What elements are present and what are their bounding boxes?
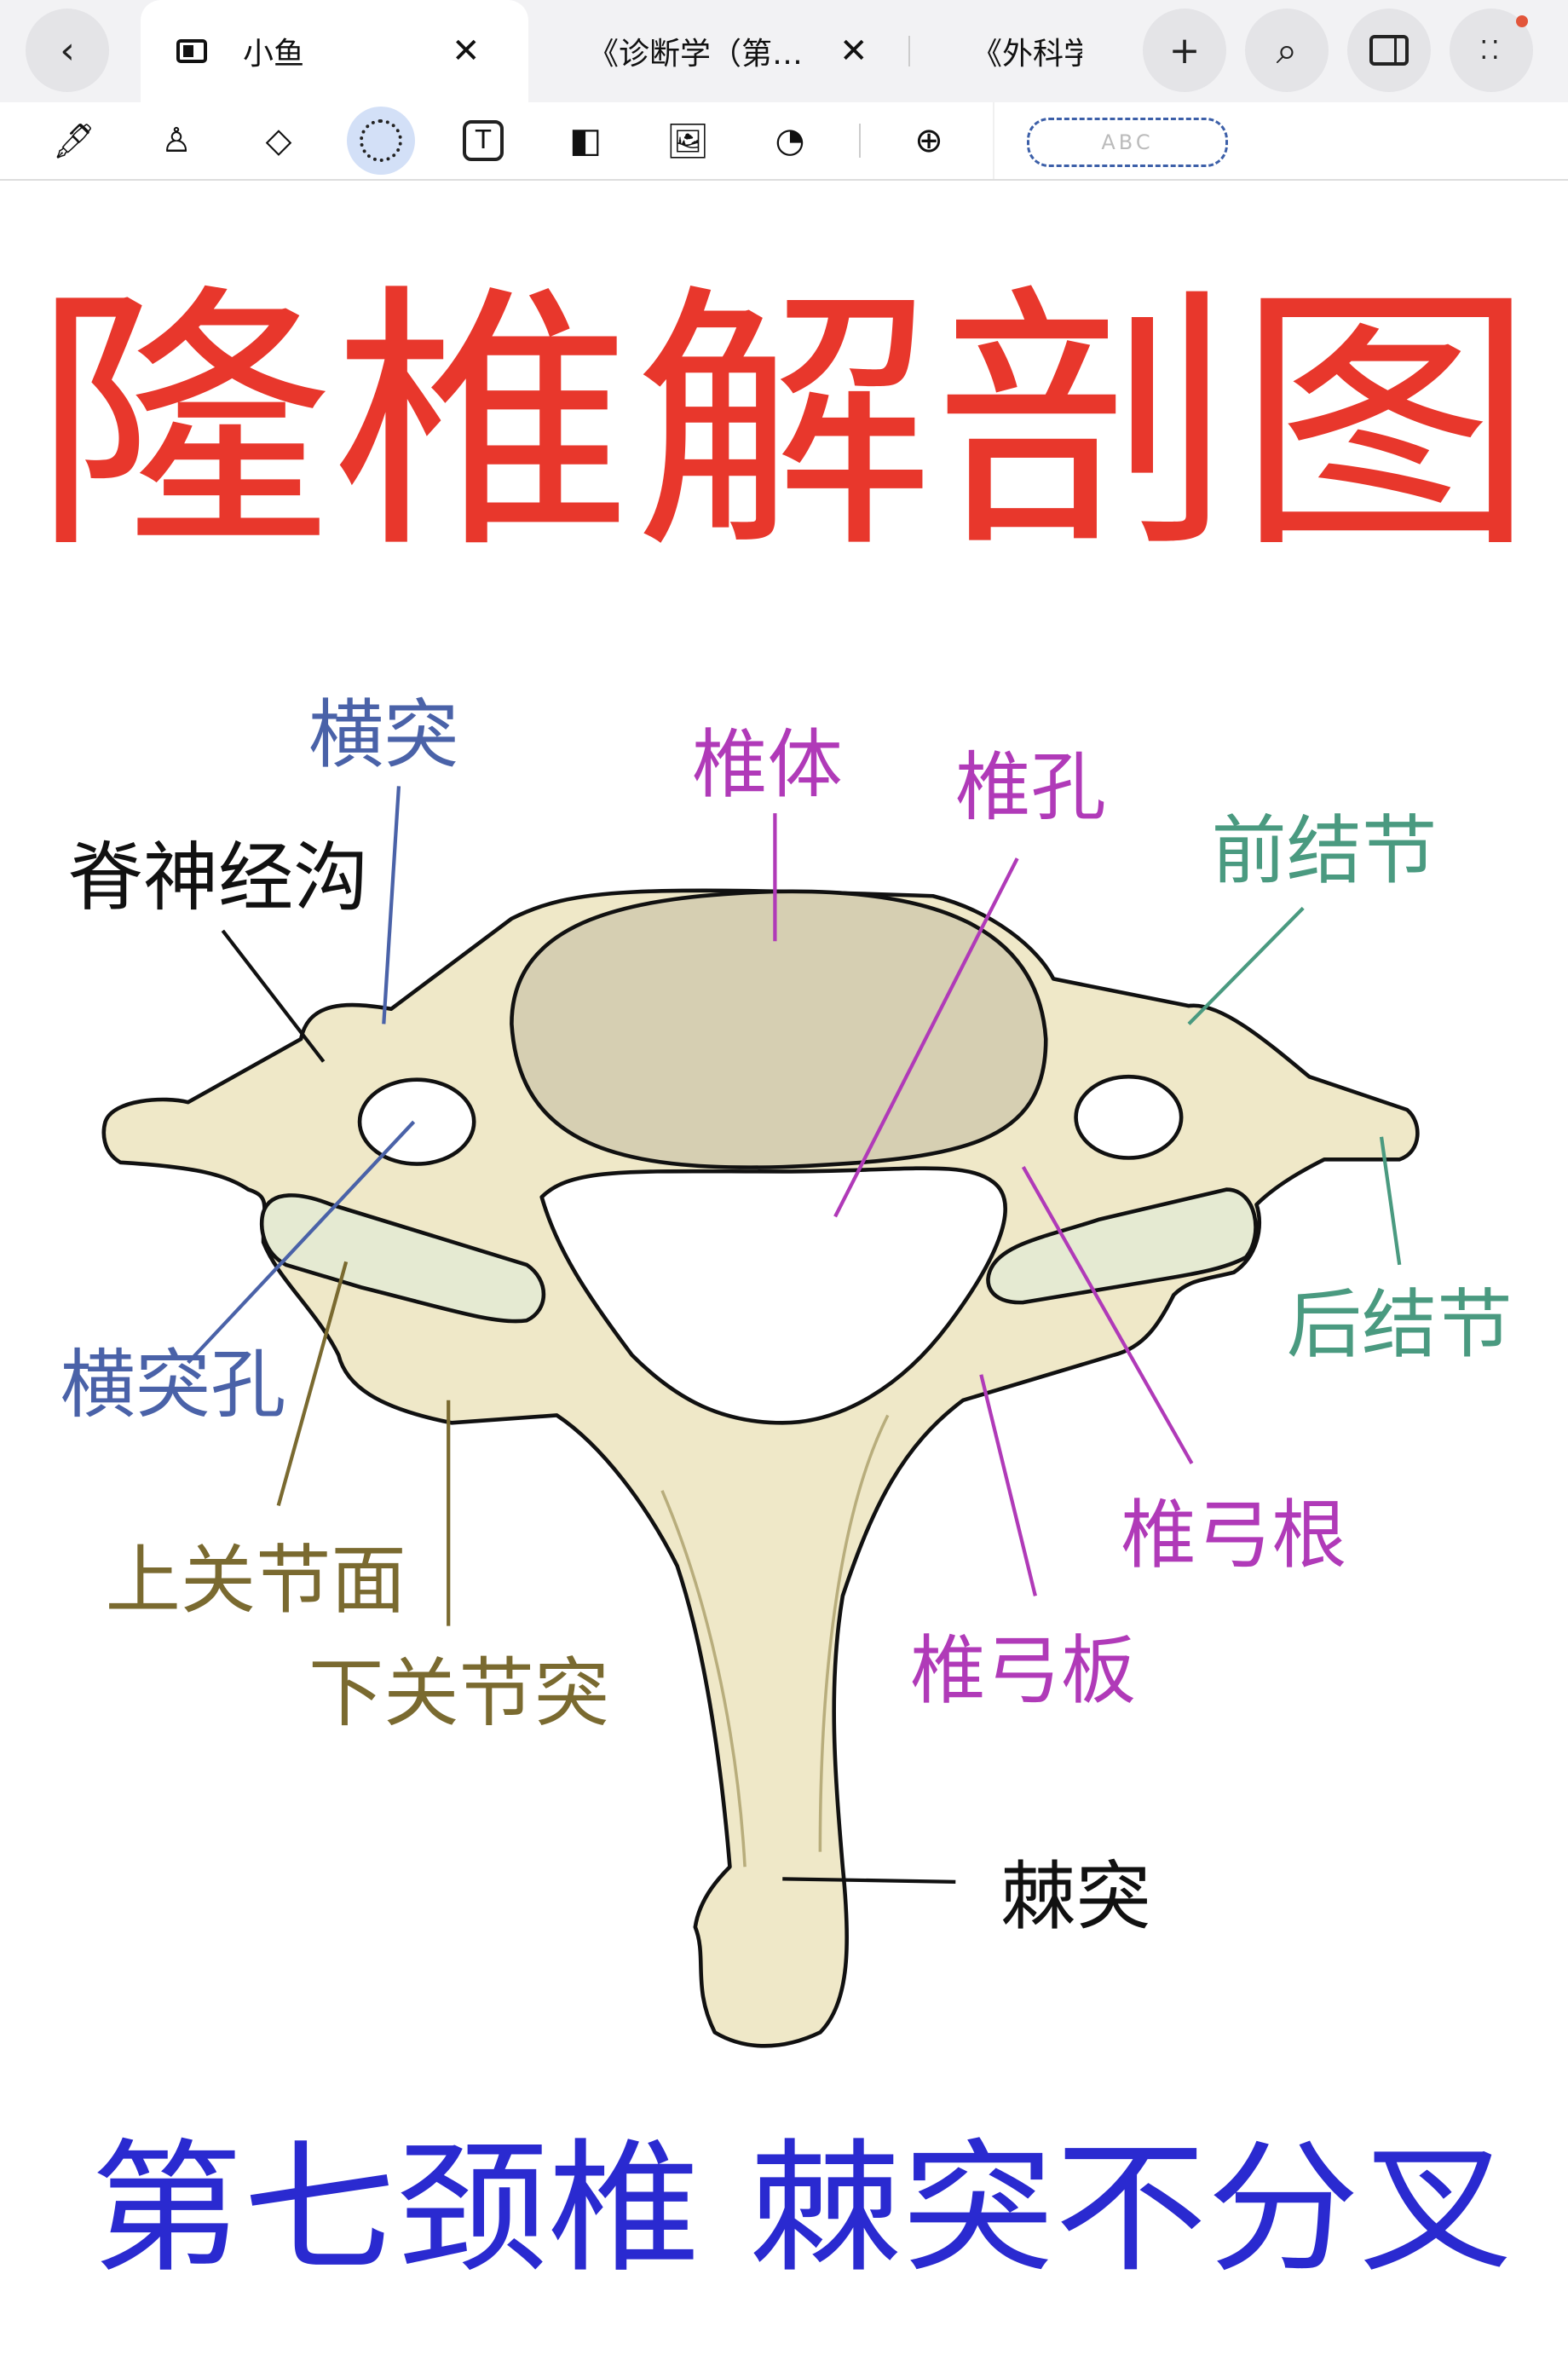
search-icon: ⌕ bbox=[1276, 28, 1298, 72]
vertebral-body bbox=[510, 889, 1048, 1169]
lasso-tool[interactable] bbox=[347, 107, 415, 175]
label-spinal-nerve-groove: 脊神经沟 bbox=[67, 834, 368, 921]
label-inferior-articular-process: 下关节突 bbox=[308, 1649, 609, 1737]
tab[interactable]: 《外科学 bbox=[971, 0, 1082, 102]
highlighter-tool[interactable]: ♙ bbox=[147, 111, 206, 170]
plus-icon: + bbox=[1168, 28, 1201, 72]
tab-label: 小鱼 bbox=[243, 37, 305, 72]
tab-bar: ‹ 小鱼 ✕ 《诊断学（第… ✕ 《外科学 + ⌕ ⁚⁚ bbox=[0, 0, 1568, 102]
pen-icon: 🖋 bbox=[52, 121, 96, 161]
tab-divider bbox=[908, 36, 910, 66]
image-tool[interactable]: 🖼 bbox=[658, 111, 718, 170]
label-lamina: 椎弓板 bbox=[910, 1627, 1136, 1715]
notification-dot bbox=[1516, 15, 1528, 27]
text-tool[interactable]: T bbox=[453, 111, 513, 170]
vertebral-foramen bbox=[539, 1166, 1007, 1425]
label-pedicle: 椎弓根 bbox=[1121, 1492, 1347, 1579]
sidebar-icon bbox=[1369, 35, 1409, 66]
chevron-left-icon: ‹ bbox=[60, 28, 75, 72]
more-button[interactable]: ⁚⁚ bbox=[1450, 9, 1533, 92]
label-vertebral-body: 椎体 bbox=[692, 721, 843, 809]
articular-facet-left bbox=[259, 1193, 546, 1324]
vertebra-outline bbox=[101, 888, 1420, 2048]
image-icon: 🖼 bbox=[666, 121, 710, 161]
shapes-tool[interactable]: ◧ bbox=[556, 111, 615, 170]
label-transverse-foramen: 横突孔 bbox=[61, 1341, 286, 1429]
pen-tool[interactable]: 🖋 bbox=[44, 111, 104, 170]
label-anterior-tubercle: 前结节 bbox=[1211, 806, 1437, 894]
transverse-foramen-right bbox=[1074, 1074, 1184, 1160]
eraser-icon: ◇ bbox=[265, 121, 292, 160]
handwriting-input[interactable]: ABC bbox=[1027, 118, 1228, 167]
label-spinous-process: 棘突 bbox=[1000, 1853, 1151, 1941]
label-transverse-process: 横突 bbox=[308, 690, 459, 778]
eraser-tool[interactable]: ◇ bbox=[249, 111, 308, 170]
tab-active[interactable]: 小鱼 ✕ bbox=[141, 0, 528, 102]
toolbar-divider bbox=[993, 102, 994, 179]
note-footer: 第七颈椎 棘突不分叉 bbox=[90, 2125, 1513, 2292]
back-button[interactable]: ‹ bbox=[26, 9, 109, 92]
highlighter-icon: ♙ bbox=[161, 121, 192, 160]
spinous-shading bbox=[660, 1414, 890, 1867]
label-superior-articular-facet: 上关节面 bbox=[106, 1537, 406, 1625]
tab-label: 《外科学 bbox=[971, 37, 1082, 72]
shapes-icon: ◧ bbox=[569, 121, 602, 160]
split-view-button[interactable] bbox=[1347, 9, 1431, 92]
text-box-icon: T bbox=[463, 120, 504, 161]
new-tab-button[interactable]: + bbox=[1143, 9, 1226, 92]
leader-lines bbox=[187, 786, 1402, 1884]
label-vertebral-foramen: 椎孔 bbox=[955, 743, 1106, 831]
sticker-icon: ◔ bbox=[775, 121, 805, 160]
drawing-toolbar: 🖋 ♙ ◇ T ◧ 🖼 ◔ ⊕ ABC bbox=[0, 102, 1568, 181]
grid-dots-icon: ⁚⁚ bbox=[1479, 35, 1503, 66]
toolbar-divider bbox=[859, 124, 861, 158]
search-button[interactable]: ⌕ bbox=[1245, 9, 1329, 92]
zoom-in-icon: ⊕ bbox=[914, 121, 943, 160]
tab[interactable]: 《诊断学（第… ✕ bbox=[588, 0, 878, 102]
lasso-icon bbox=[360, 119, 402, 162]
sticker-tool[interactable]: ◔ bbox=[760, 111, 820, 170]
transverse-foramen-left bbox=[357, 1077, 476, 1166]
vertebra-drawing bbox=[101, 888, 1420, 2048]
tab-label: 《诊断学（第… bbox=[588, 37, 804, 72]
close-tab-icon[interactable]: ✕ bbox=[452, 32, 481, 71]
zoom-tool[interactable]: ⊕ bbox=[899, 111, 959, 170]
notebook-icon bbox=[176, 39, 207, 63]
close-tab-icon[interactable]: ✕ bbox=[839, 32, 868, 71]
label-posterior-tubercle: 后结节 bbox=[1287, 1281, 1513, 1369]
note-title: 隆椎解剖图 bbox=[32, 263, 1536, 586]
